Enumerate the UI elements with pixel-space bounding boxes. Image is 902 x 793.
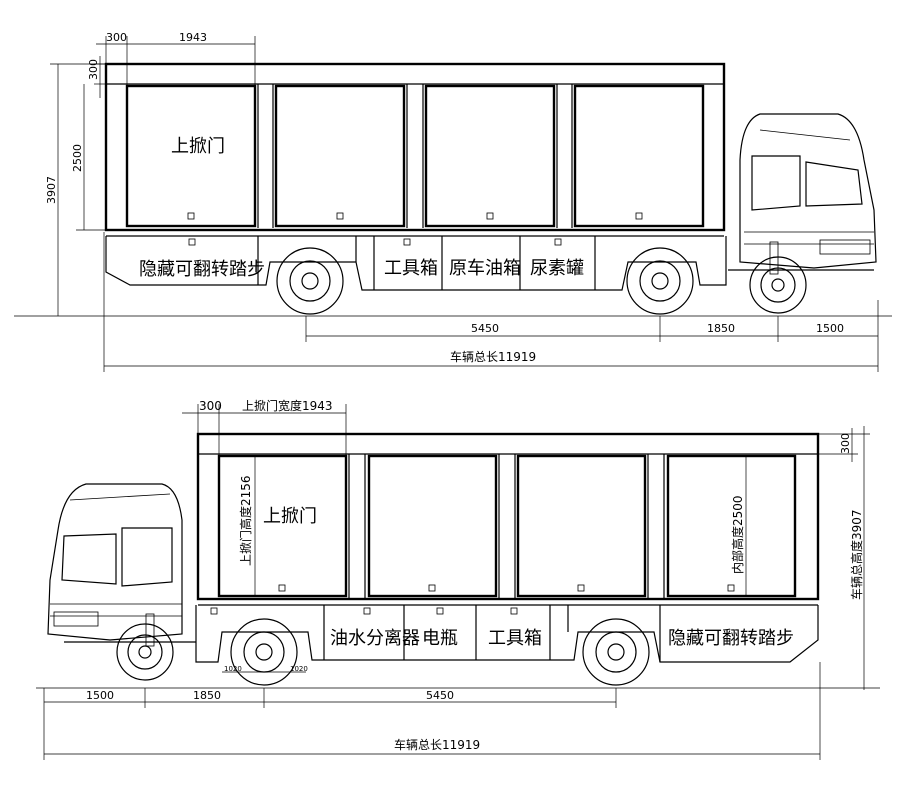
top-dim-total-height: 3907 xyxy=(45,176,58,204)
bottom-dim-front-overhang: 300 xyxy=(199,399,222,413)
bottom-dim-total-length: 车辆总长11919 xyxy=(394,737,480,752)
top-dimensions xyxy=(50,36,879,372)
top-door-3 xyxy=(424,84,556,228)
top-dim-door-width: 1943 xyxy=(179,31,207,44)
bottom-door-3 xyxy=(516,454,647,598)
top-dim-top-gap: 300 xyxy=(87,59,100,80)
top-rear-wheel xyxy=(276,247,344,315)
bottom-dim-top-gap: 300 xyxy=(839,433,852,454)
top-dim-wheelbase-rear: 5450 xyxy=(471,322,499,335)
bottom-dim-axle-small-2: 1020 xyxy=(290,665,308,673)
top-door-4 xyxy=(573,84,705,228)
bottom-compartment-battery: 电瓶 xyxy=(422,628,458,649)
bottom-door-label: 上掀门 xyxy=(263,506,317,527)
bottom-compartment-step: 隐藏可翻转踏步 xyxy=(668,628,794,649)
bottom-cab xyxy=(47,483,196,647)
top-door-1 xyxy=(125,84,257,228)
bottom-door-2 xyxy=(367,454,498,598)
bottom-compartment-separator: 油水分离器 xyxy=(330,628,420,649)
top-door-2 xyxy=(274,84,406,228)
bottom-dim-total-height: 车辆总高度3907 xyxy=(849,509,864,600)
bottom-dim-front-end: 1500 xyxy=(86,689,114,702)
top-dim-wheelbase-front: 1850 xyxy=(707,322,735,335)
top-cab xyxy=(728,113,877,275)
top-dim-front-overhang: 300 xyxy=(106,31,127,44)
bottom-dim-door-width: 上掀门宽度1943 xyxy=(242,398,333,413)
top-compartment-toolbox: 工具箱 xyxy=(384,258,438,279)
top-middle-wheel xyxy=(626,247,694,315)
top-compartment-step: 隐藏可翻转踏步 xyxy=(139,259,265,280)
bottom-dim-wheelbase-rear: 5450 xyxy=(426,689,454,702)
top-truck-drawing xyxy=(14,62,892,317)
bottom-inner-height-label: 内部高度2500 xyxy=(730,495,745,574)
top-dim-box-height: 2500 xyxy=(71,144,84,172)
bottom-cargo-box xyxy=(196,432,820,601)
top-cargo-box xyxy=(104,62,726,232)
bottom-truck-drawing xyxy=(36,432,880,689)
top-compartment-fuel-tank: 原车油箱 xyxy=(449,258,521,279)
top-door-label: 上掀门 xyxy=(171,136,225,157)
bottom-dim-wheelbase-front: 1850 xyxy=(193,689,221,702)
top-dim-total-length: 车辆总长11919 xyxy=(450,349,536,364)
bottom-dimensions xyxy=(43,404,870,760)
bottom-middle-wheel xyxy=(230,618,298,686)
bottom-dim-axle-small-1: 1020 xyxy=(224,665,242,673)
bottom-compartment-toolbox: 工具箱 xyxy=(488,628,542,649)
bottom-rear-wheel xyxy=(582,618,650,686)
top-compartment-urea-tank: 尿素罐 xyxy=(530,258,584,279)
bottom-door-height-label: 上掀门高度2156 xyxy=(238,475,253,566)
top-dim-front-end: 1500 xyxy=(816,322,844,335)
bottom-door-1 xyxy=(217,454,348,598)
bottom-door-4 xyxy=(666,454,797,598)
bottom-front-wheel xyxy=(116,623,174,681)
